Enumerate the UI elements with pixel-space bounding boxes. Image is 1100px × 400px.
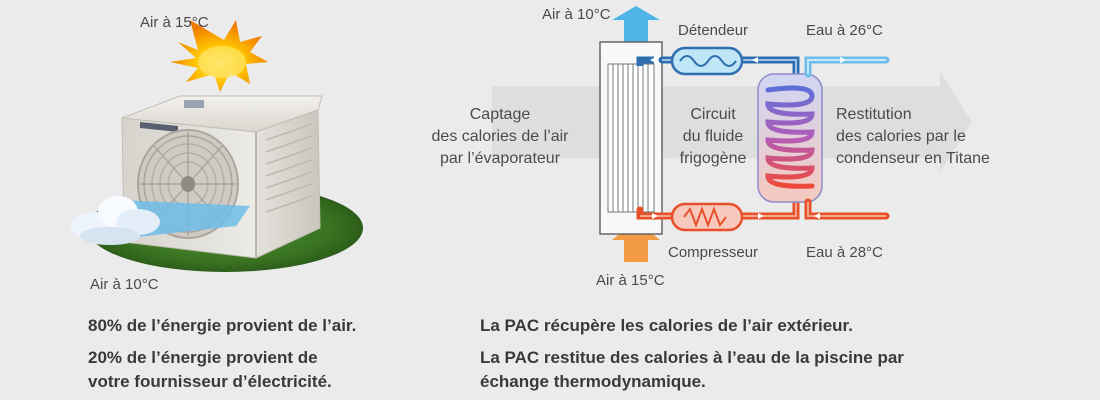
- energy-elec-line: 20% de l’énergie provient de: [88, 348, 318, 367]
- water-in-label: Eau à 28°C: [806, 244, 883, 261]
- pac-restores-line: échange thermodynamique.: [480, 372, 706, 391]
- compressor: [670, 202, 744, 232]
- circuit-line: frigogène: [679, 150, 747, 167]
- water-out-label: Eau à 26°C: [806, 22, 883, 39]
- pac-restores-text: La PAC restitue des calories à l’eau de …: [480, 346, 904, 394]
- air-in-label: Air à 15°C: [596, 272, 665, 289]
- circuit-line: du fluide: [682, 128, 744, 145]
- cloud-icon: [70, 196, 250, 245]
- sun-icon: [170, 20, 268, 92]
- compressor-label: Compresseur: [668, 244, 759, 261]
- condenser: [757, 73, 823, 203]
- air-bottom-label: Air à 10°C: [90, 276, 159, 293]
- air-out-arrow: [612, 6, 660, 46]
- restitution-text: Restitution des calories par le condense…: [836, 104, 990, 170]
- expander-valve: [670, 46, 744, 76]
- evaporator: [599, 41, 663, 235]
- water-in-pipe: [804, 198, 890, 220]
- air-top-label: Air à 15°C: [140, 14, 209, 31]
- restitution-line: Restitution: [836, 106, 912, 123]
- capture-text: Captage des calories de l’air par l’évap…: [412, 104, 588, 170]
- energy-air-text: 80% de l’énergie provient de l’air.: [88, 316, 357, 335]
- restitution-line: condenseur en Titane: [836, 150, 990, 167]
- pac-recovers-text: La PAC récupère les calories de l’air ex…: [480, 316, 853, 335]
- energy-elec-text: 20% de l’énergie provient de votre fourn…: [88, 346, 332, 394]
- circuit-text: Circuit du fluide frigogène: [668, 104, 758, 170]
- capture-line: Captage: [469, 106, 531, 123]
- capture-line: des calories de l’air: [431, 128, 569, 145]
- pac-restores-line: La PAC restitue des calories à l’eau de …: [480, 348, 904, 367]
- flow-markers: [650, 57, 846, 219]
- air-out-label: Air à 10°C: [542, 6, 611, 23]
- energy-elec-line: votre fournisseur d’électricité.: [88, 372, 332, 391]
- circuit-line: Circuit: [690, 106, 736, 123]
- water-out-pipe: [804, 56, 890, 78]
- capture-line: par l’évaporateur: [439, 150, 561, 167]
- expander-label: Détendeur: [678, 22, 749, 39]
- restitution-line: des calories par le: [836, 128, 966, 145]
